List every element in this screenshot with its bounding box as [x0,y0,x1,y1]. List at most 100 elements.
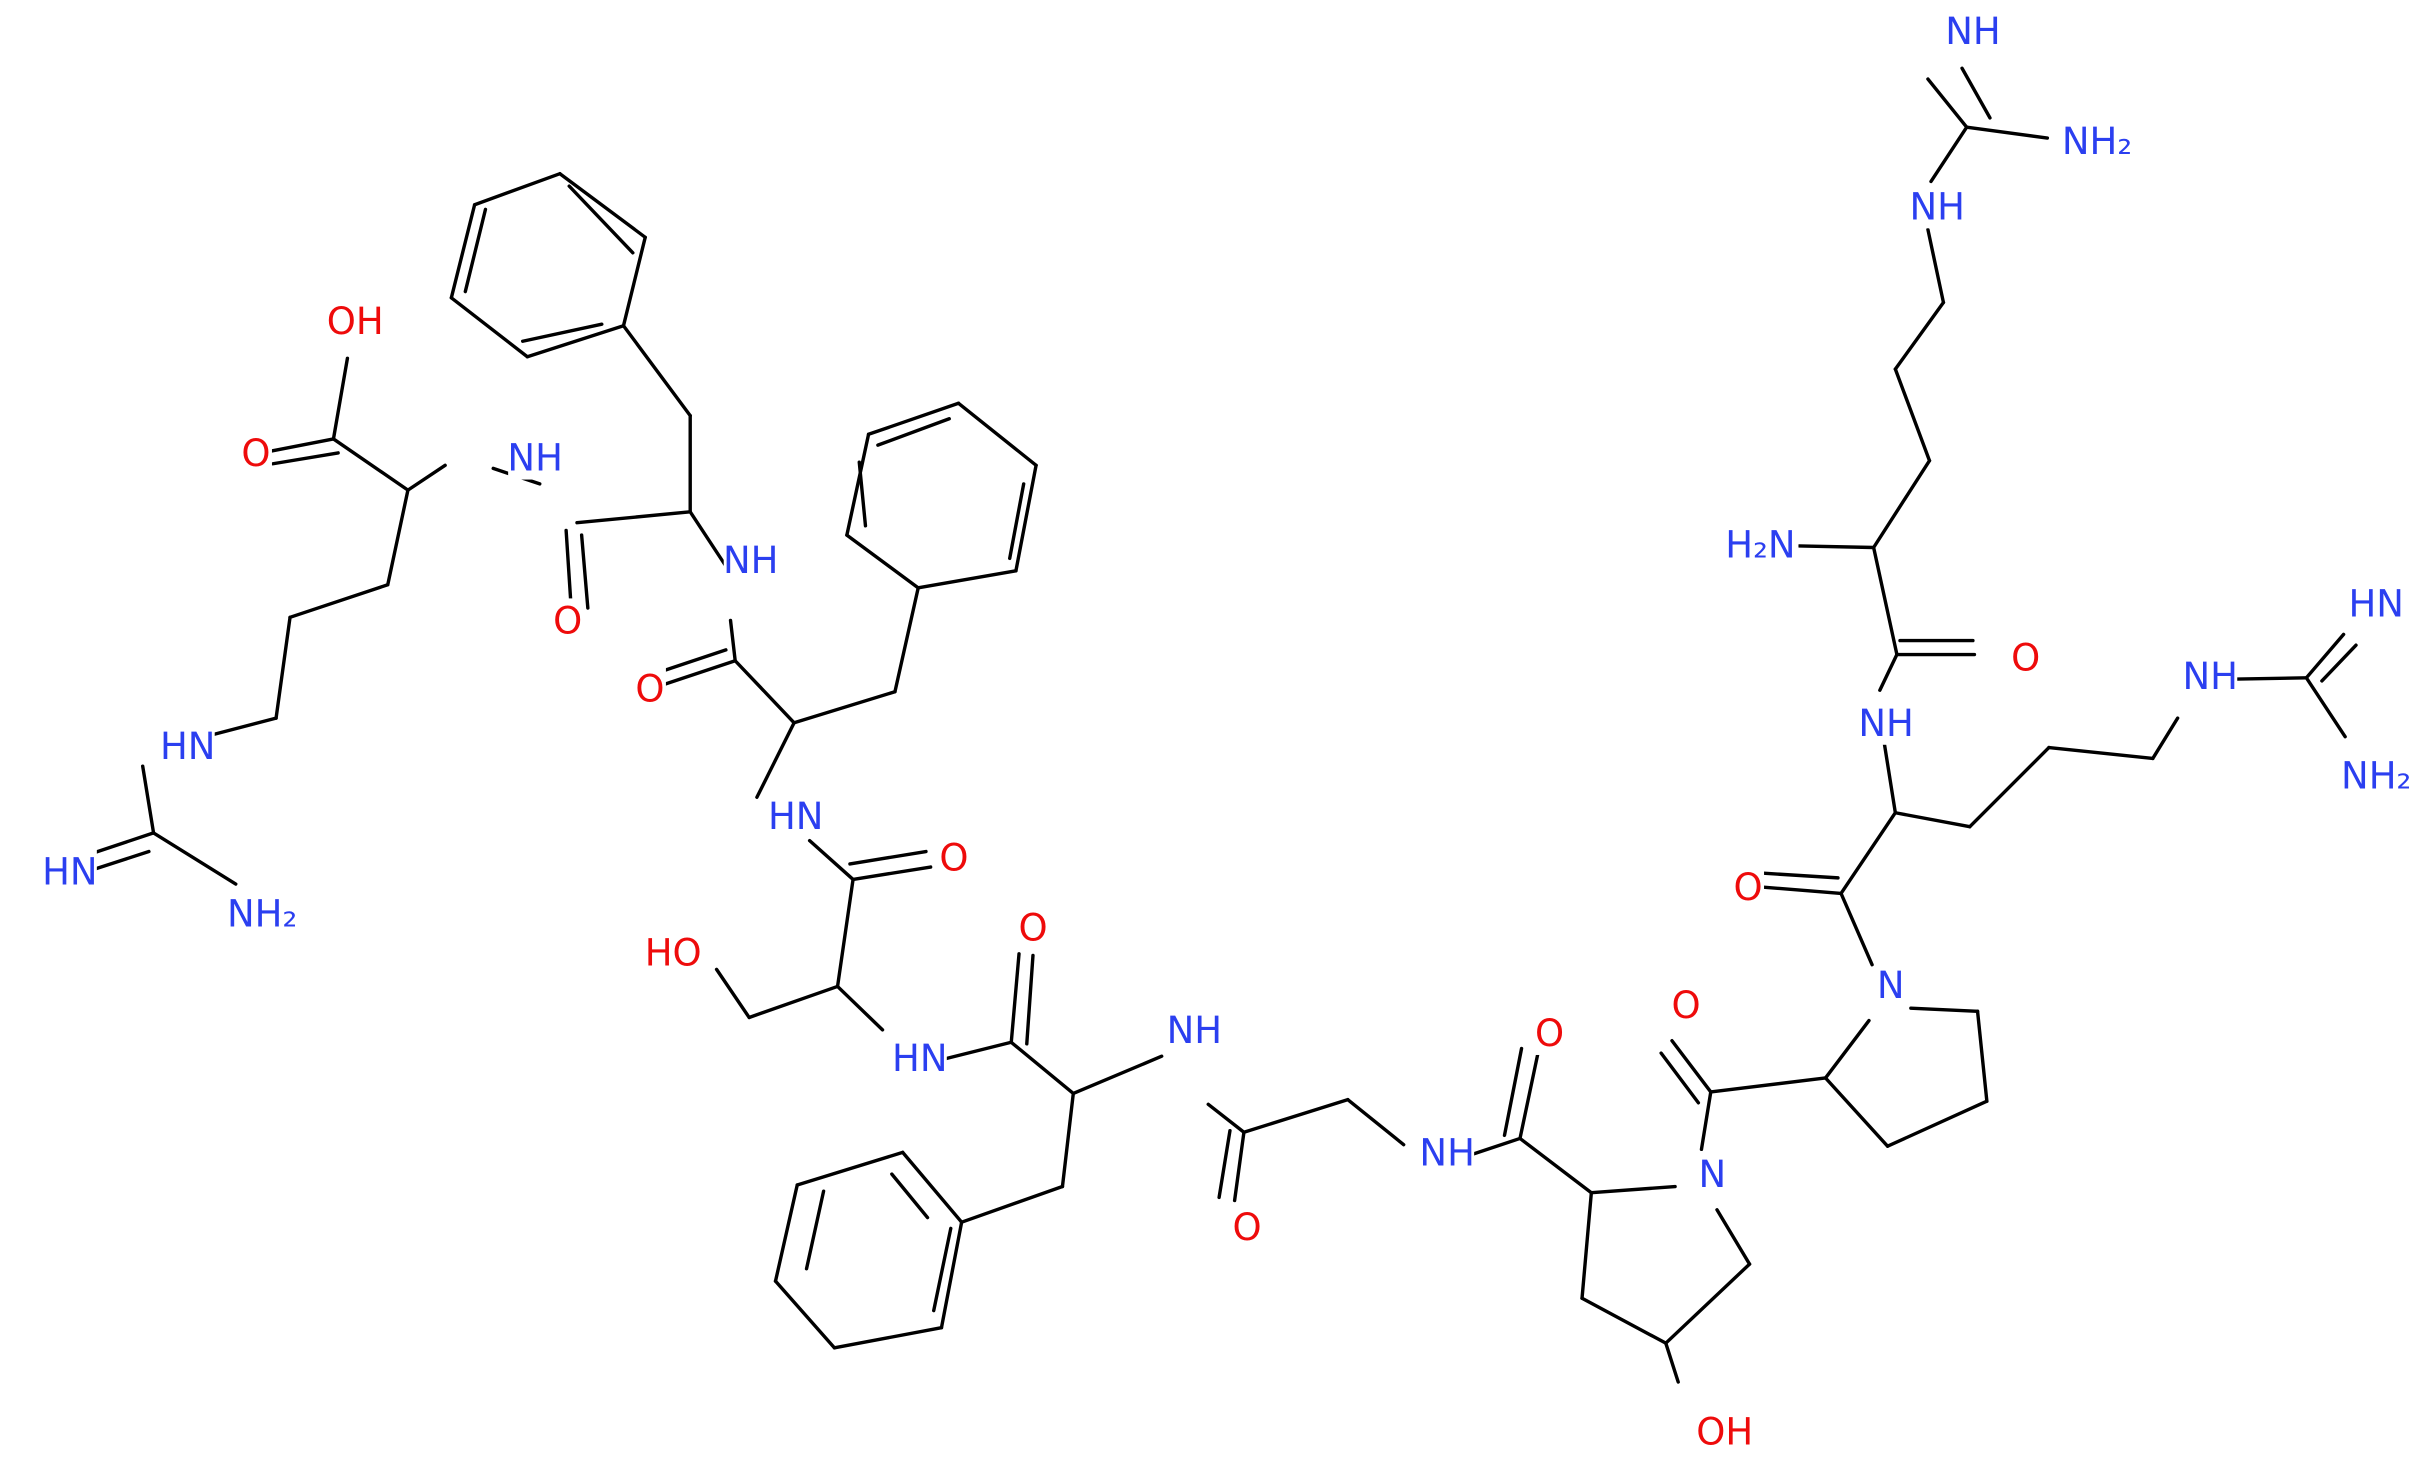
oxygen-atom-label: O [2011,637,2040,680]
bond-line [449,203,477,300]
bond-line [463,207,488,294]
bond-line [2151,716,2180,761]
bond-line [151,831,238,886]
atom-label-background [2059,119,2136,164]
bond-line [1232,1130,1246,1203]
bond-line [449,296,530,359]
bond-line [866,401,961,436]
bond-line [1670,1039,1713,1094]
bond-line [932,1226,953,1313]
bond-line [1960,66,1992,120]
bond-line [1709,1076,1828,1094]
bond-line [1589,1184,1677,1195]
atom-label-background [551,598,584,643]
oxygen-atom-label: OH [1696,1411,1753,1454]
atom-label-background [1231,1204,1264,1249]
atom-label-background [1732,865,1765,910]
nitrogen-atom-label: NH [1167,1009,1223,1052]
bond-line [525,324,626,359]
atom-label-background [937,835,970,880]
nitrogen-atom-label: HN [42,851,98,894]
atom-label-background [1697,1409,1752,1454]
bond-line [1761,885,1843,896]
atom-label-background [892,1035,947,1080]
bond-line [890,1172,930,1220]
atom-label-background [1670,983,1702,1028]
bond-line [386,488,410,587]
bond-line [1926,227,1946,305]
bond-line [807,838,855,882]
bond-line [89,849,151,872]
bond-line [331,356,350,441]
bond-line [1893,811,1972,829]
bond-line [1839,811,1898,896]
bond-line [579,533,590,610]
oxygen-atom-label: O [1733,866,1762,909]
nitrogen-atom-label: NH [1945,10,2001,53]
bond-lines [86,66,2358,1384]
atom-label-background [239,430,272,475]
bond-line [959,1184,1065,1224]
bond-line [1699,1090,1713,1152]
bond-line [564,528,573,604]
bond-line [1878,652,1899,692]
bond-line [792,690,897,725]
bond-line [900,1150,964,1224]
bond-line [1929,125,1969,184]
bond-line [1580,1191,1594,1300]
bond-line [773,1183,799,1283]
atom-label-background [723,537,778,582]
bond-line [688,510,728,568]
bond-line [1346,1097,1406,1147]
bond-line [1839,891,1874,967]
bond-line [621,324,692,418]
atom-label-background [1874,962,1907,1007]
bond-line [2304,676,2347,739]
nitrogen-atom-label: HN [2348,582,2404,625]
bond-line [1518,1048,1541,1141]
atom-label-background [328,299,383,344]
bond-line [472,172,562,207]
bond-line [331,437,410,492]
bond-line [406,463,447,492]
bond-line [274,615,292,720]
nitrogen-atom-label: NH [2182,655,2238,698]
atom-label-background [2338,753,2415,798]
oxygen-atom-label: HO [645,931,702,974]
nitrogen-atom-label: N [1699,1153,1727,1196]
oxygen-atom-label: O [1535,1012,1564,1055]
bond-line [86,831,156,857]
bond-line [893,586,920,694]
bond-line [876,417,951,447]
bond-line [835,877,855,989]
nitrogen-atom-label: NH [723,539,779,582]
atom-label-background [1910,184,1965,229]
bond-line [916,569,1018,590]
bond-line [851,865,933,882]
bond-line [1964,125,2050,140]
bond-line [1664,1262,1752,1345]
atom-label-background [42,849,97,894]
atom-label-background [1167,1007,1222,1052]
atom-label-background [1945,9,2000,54]
bond-line [1008,482,1026,561]
atom-label-background [646,930,701,975]
bond-line [2304,632,2346,680]
oxygen-atom-label: O [635,668,664,711]
bond-line [1014,463,1038,573]
oxygen-atom-label: O [241,432,270,475]
bond-line [271,451,340,466]
bond-line [773,1279,837,1350]
nitrogen-atom-label: NH [1858,702,1914,745]
bond-line [1893,300,1946,371]
bond-line [1025,953,1035,1046]
bond-line [845,533,920,590]
atom-label-background [633,666,666,711]
bond-line [795,1150,905,1187]
bond-line [832,1325,944,1350]
bond-line [1882,742,1898,815]
nitrogen-atom-label: NH₂ [2341,755,2411,798]
atom-label-background [2183,654,2238,699]
bond-line [1060,1091,1076,1189]
